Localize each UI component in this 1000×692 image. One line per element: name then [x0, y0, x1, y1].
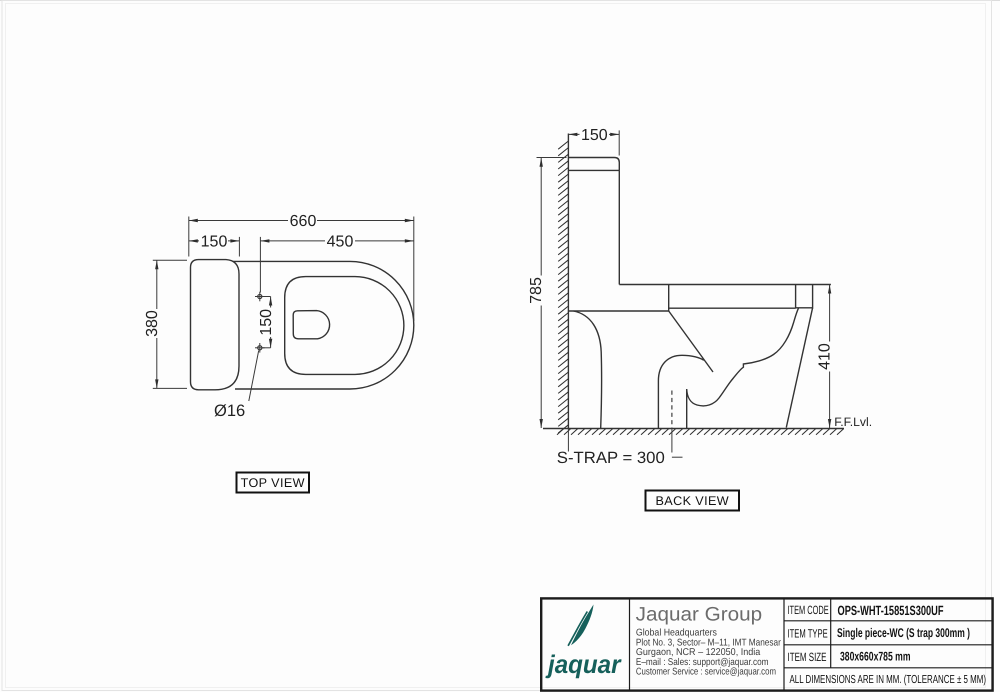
svg-text:Jaquar Group: Jaquar Group — [636, 604, 763, 626]
svg-text:Plot No. 3, Sector– M–11, IMT: Plot No. 3, Sector– M–11, IMT Manesar — [636, 637, 782, 648]
svg-text:150: 150 — [258, 309, 275, 336]
svg-text:450: 450 — [327, 233, 354, 250]
svg-text:jaquar: jaquar — [545, 651, 622, 679]
svg-text:S-TRAP = 300: S-TRAP = 300 — [557, 449, 665, 467]
svg-text:Ø16: Ø16 — [214, 402, 245, 420]
svg-text:BACK VIEW: BACK VIEW — [656, 494, 730, 508]
svg-text:150: 150 — [581, 127, 608, 144]
svg-text:785: 785 — [528, 277, 545, 304]
svg-text:150: 150 — [201, 233, 228, 250]
svg-text:660: 660 — [290, 213, 317, 230]
svg-text:ITEM CODE: ITEM CODE — [788, 603, 829, 617]
svg-text:Global Headquarters: Global Headquarters — [636, 627, 717, 638]
svg-text:E–mail : Sales: support@jaquar: E–mail : Sales: support@jaquar.com — [636, 657, 769, 668]
svg-text:ITEM TYPE: ITEM TYPE — [788, 626, 828, 640]
svg-text:Gurgaon, NCR – 122050, India: Gurgaon, NCR – 122050, India — [636, 647, 761, 658]
svg-text:OPS-WHT-15851S300UF: OPS-WHT-15851S300UF — [838, 603, 944, 618]
svg-text:ALL DIMENSIONS ARE IN MM. (TOL: ALL DIMENSIONS ARE IN MM. (TOLERANCE ± 5… — [790, 673, 987, 686]
svg-text:380x660x785 mm: 380x660x785 mm — [840, 650, 911, 664]
svg-text:ITEM SIZE: ITEM SIZE — [788, 650, 827, 664]
svg-text:Single piece-WC (S trap 300mm: Single piece-WC (S trap 300mm ) — [837, 626, 970, 640]
svg-text:380: 380 — [144, 310, 161, 337]
svg-text:410: 410 — [817, 343, 834, 370]
svg-text:TOP VIEW: TOP VIEW — [241, 476, 305, 490]
svg-text:F.F.Lvl.: F.F.Lvl. — [834, 415, 872, 429]
svg-text:Customer Service : service@jaq: Customer Service : service@jaquar.com — [636, 666, 776, 677]
